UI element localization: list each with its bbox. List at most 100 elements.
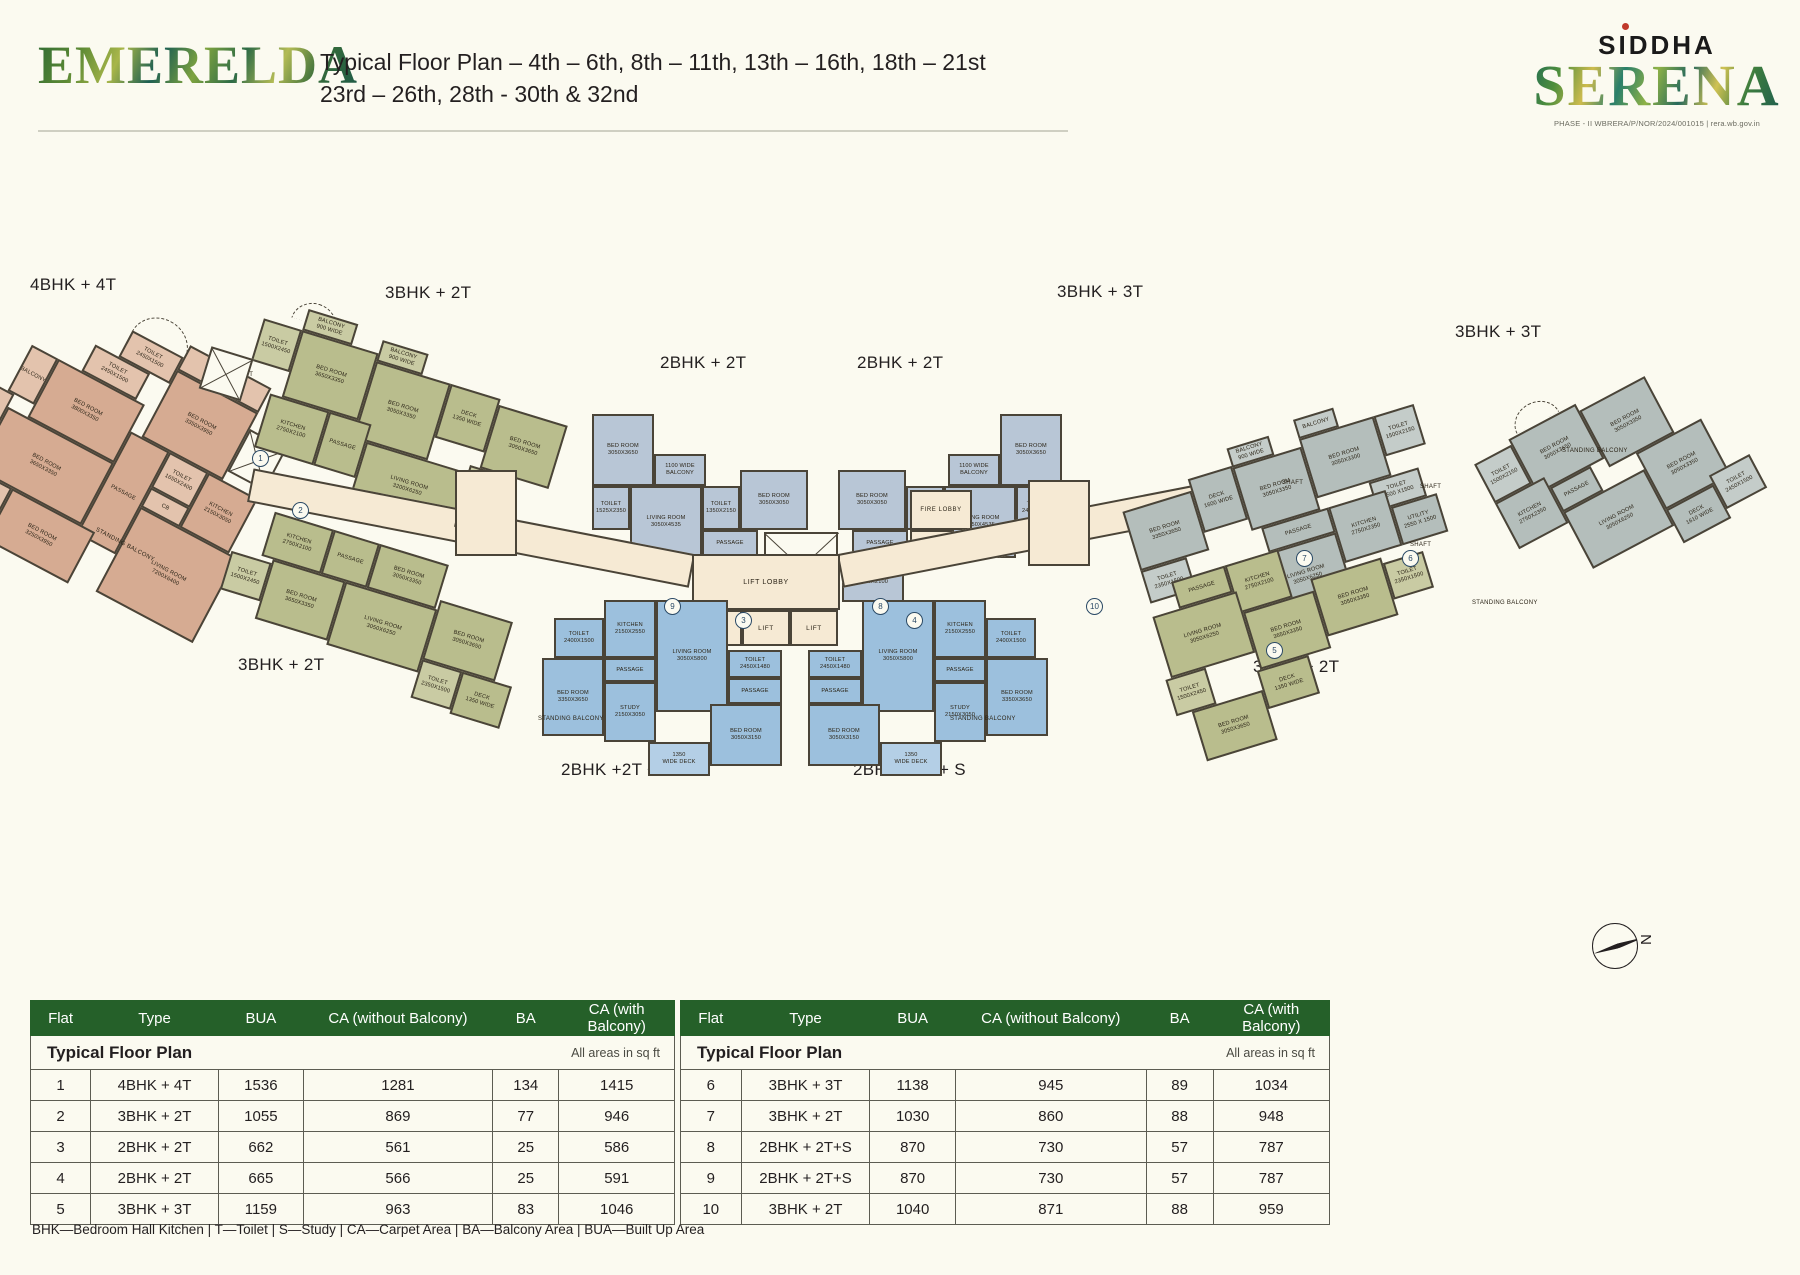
flat-marker-2: 2 (292, 502, 309, 519)
col-header-bua: BUA (217, 1000, 304, 1036)
title-line-1: Typical Floor Plan – 4th – 6th, 8th – 11… (320, 49, 986, 75)
cell-ca_wo: 869 (302, 1100, 494, 1132)
cell-ca_w: 946 (558, 1100, 675, 1132)
col-header-ba: BA (492, 1000, 560, 1036)
flat-marker-3: 3 (735, 612, 752, 629)
cell-ca_w: 787 (1212, 1131, 1331, 1163)
cell-ca_wo: 561 (302, 1131, 494, 1163)
logo-siddha-text: SIDDHA (1598, 23, 1716, 61)
room-passage: PASSAGE (728, 678, 782, 704)
flat-marker-4: 4 (906, 612, 923, 629)
cell-bua: 1138 (869, 1069, 956, 1101)
cell-ca_wo: 566 (302, 1162, 494, 1194)
logo-siddha-label: SIDDHA (1598, 30, 1716, 60)
flat-marker-8: 8 (872, 598, 889, 615)
table-header-row: Flat Type BUA CA (without Balcony) BA CA… (680, 1000, 1331, 1036)
cell-flat: 7 (680, 1100, 742, 1132)
cell-type: 2BHK + 2T (90, 1162, 219, 1194)
cell-ca_w: 1034 (1212, 1069, 1331, 1101)
flat-marker-5: 5 (1266, 642, 1283, 659)
unit-type-caption: 3BHK + 2T (238, 655, 325, 674)
rera-registration-text: PHASE - II WBRERA/P/NOR/2024/001015 | re… (1553, 119, 1761, 128)
cell-flat: 3 (29, 1131, 92, 1163)
north-compass-icon: N (1588, 915, 1658, 985)
cell-ca_wo: 945 (954, 1069, 1147, 1101)
page-title: Typical Floor Plan – 4th – 6th, 8th – 11… (320, 46, 1060, 110)
area-table-right: Typical Floor Plan All areas in sq ft Fl… (680, 1000, 1331, 1225)
flat-marker-10: 10 (1086, 598, 1103, 615)
flat-marker-1: 1 (252, 450, 269, 467)
abbreviation-footnote: BHK—Bedroom Hall Kitchen | T—Toilet | S—… (32, 1222, 705, 1237)
shaft-note: SHAFT (1282, 480, 1304, 486)
cell-ca_wo: 963 (302, 1193, 494, 1225)
cell-ca_w: 591 (558, 1162, 675, 1194)
units-note: All areas in sq ft (1226, 1045, 1315, 1060)
logo-dot-icon (1622, 23, 1630, 30)
page-header: EMERELDA Typical Floor Plan – 4th – 6th,… (0, 0, 1800, 150)
title-line-2: 23rd – 26th, 28th - 30th & 32nd (320, 81, 639, 107)
cell-bua: 1159 (217, 1193, 304, 1225)
compass-north-label: N (1636, 934, 1654, 945)
cell-flat: 10 (680, 1193, 742, 1225)
cell-ca_w: 1415 (558, 1069, 675, 1101)
header-divider (38, 130, 1068, 132)
cell-ba: 88 (1145, 1193, 1214, 1225)
room-passage: PASSAGE (702, 530, 758, 556)
cell-ba: 25 (492, 1131, 560, 1163)
fire-lobby: FIRE LOBBY (910, 490, 972, 530)
room-passage: PASSAGE (604, 658, 656, 682)
cell-ca_w: 959 (1212, 1193, 1331, 1225)
room-passage: PASSAGE (808, 678, 862, 704)
table-caption-right: Typical Floor Plan All areas in sq ft (680, 1035, 1330, 1070)
cell-bua: 1536 (217, 1069, 304, 1101)
shaft-note: SHAFT (1420, 484, 1442, 490)
cell-bua: 1055 (217, 1100, 304, 1132)
cell-flat: 2 (29, 1100, 92, 1132)
unit-type-caption: 3BHK + 3T (1057, 282, 1144, 301)
cell-ca_wo: 730 (954, 1131, 1147, 1163)
cell-ca_w: 787 (1212, 1162, 1331, 1194)
col-header-flat: Flat (29, 1000, 92, 1036)
col-header-ca-without-balcony: CA (without Balcony) (302, 1000, 494, 1036)
cell-flat: 1 (29, 1069, 92, 1101)
cell-ca_wo: 730 (954, 1162, 1147, 1194)
unit-type-caption: 3BHK + 2T (385, 283, 472, 302)
staircase-left (455, 470, 517, 556)
standing-balcony-note: STANDING BALCONY (538, 716, 604, 722)
cell-bua: 662 (217, 1131, 304, 1163)
unit-type-caption: 2BHK + 2T (857, 353, 944, 372)
cell-ba: 77 (492, 1100, 560, 1132)
standing-balcony-note: STANDING BALCONY (950, 716, 1016, 722)
col-header-flat: Flat (680, 1000, 742, 1036)
cell-bua: 665 (217, 1162, 304, 1194)
cell-ba: 88 (1145, 1100, 1214, 1132)
